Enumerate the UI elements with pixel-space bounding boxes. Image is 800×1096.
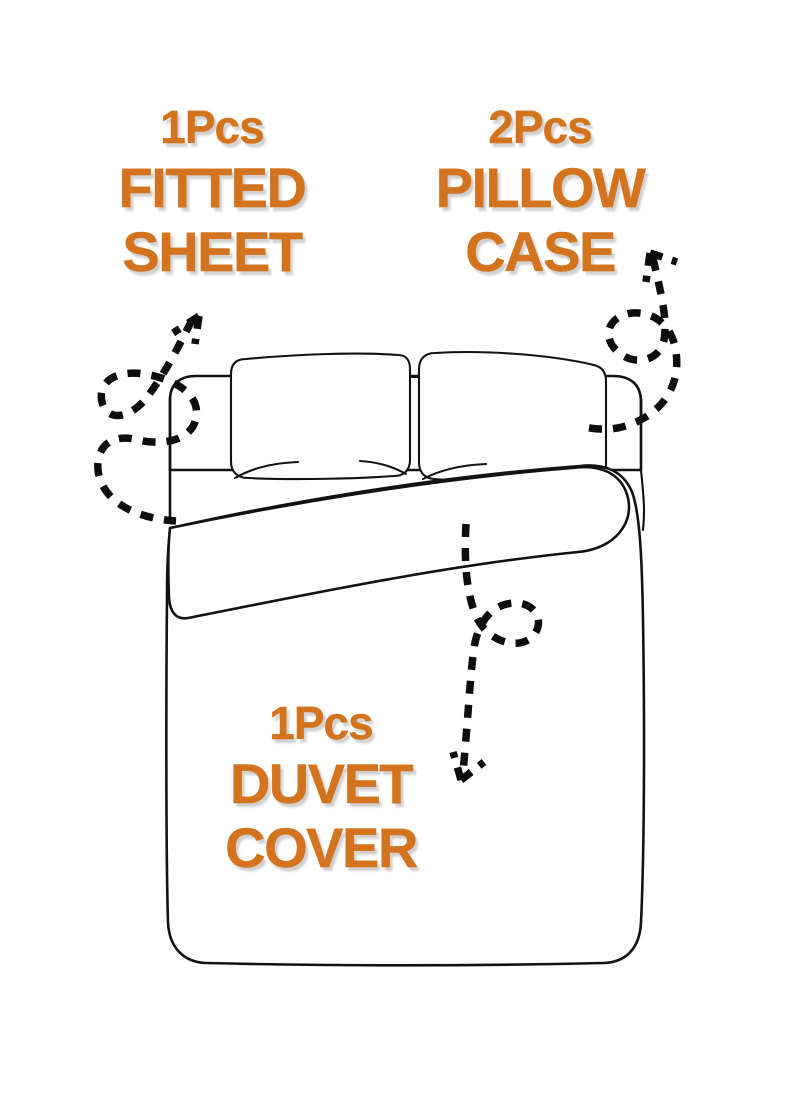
label-pillow-case: 2Pcs PILLOW CASE — [400, 104, 680, 280]
pillow-case-arrow — [582, 249, 681, 433]
fitted-sheet-name-line-2: SHEET — [122, 220, 303, 283]
pillow-left — [229, 352, 412, 481]
duvet-fold — [167, 465, 631, 620]
fitted-sheet-name-line-1: FITTED — [118, 156, 307, 219]
pillow-case-name-line-1: PILLOW — [435, 156, 646, 219]
label-fitted-sheet: 1Pcs FITTED SHEET — [62, 104, 362, 280]
duvet-cover-arrow — [449, 523, 543, 783]
duvet-cover-name-line-2: COVER — [225, 816, 419, 879]
duvet-cover-quantity: 1Pcs — [269, 697, 374, 749]
label-duvet-cover: 1Pcs DUVET COVER — [186, 700, 456, 876]
pillow-case-name-line-2: CASE — [465, 220, 616, 283]
fitted-sheet-arrow — [94, 312, 203, 525]
duvet-cover-name-line-1: DUVET — [229, 752, 414, 815]
pillow-case-quantity: 2Pcs — [488, 101, 593, 153]
fitted-sheet-quantity: 1Pcs — [160, 101, 265, 153]
duvet-side-crease — [639, 468, 646, 532]
